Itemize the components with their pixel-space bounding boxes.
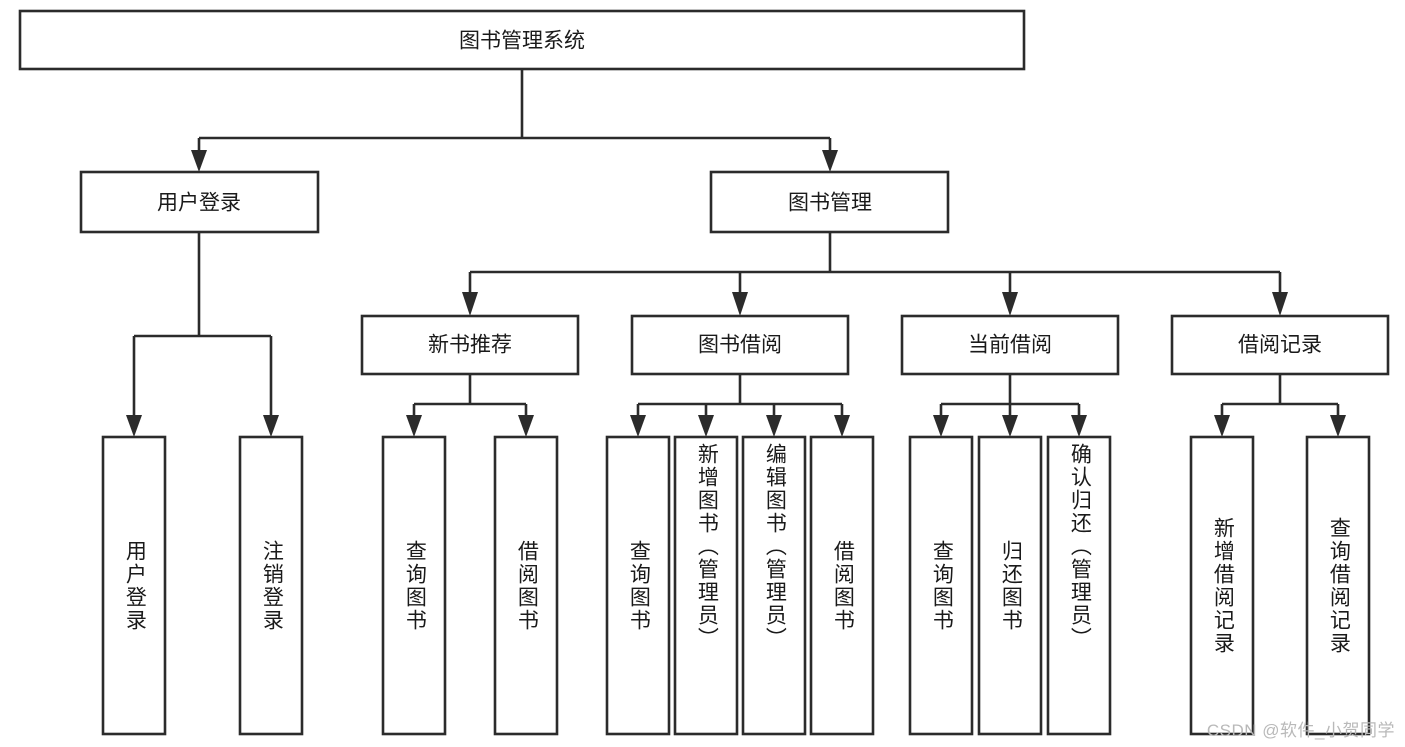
- node-new-book-recommend[interactable]: 新书推荐: [360, 314, 580, 376]
- arrow-cb-leaf-3: [1071, 415, 1087, 437]
- arrow-to-new-book-recommend: [462, 292, 478, 316]
- arrow-nbr-leaf-2: [518, 415, 534, 437]
- node-new-book-recommend-box: [360, 314, 580, 376]
- node-user-login-label: 用户登录: [157, 192, 241, 215]
- node-book-borrow-label: 图书借阅: [698, 334, 782, 357]
- node-book-manage-label: 图书管理: [788, 192, 872, 215]
- leaf-box-bb-edit-book[interactable]: [741, 435, 807, 736]
- leaf-box-cb-query-book[interactable]: [908, 435, 974, 736]
- arrow-br-leaf-2: [1330, 415, 1346, 437]
- node-book-borrow[interactable]: 图书借阅: [630, 314, 850, 376]
- arrow-cb-leaf-1: [933, 415, 949, 437]
- connector-user-login-to-leaves: [126, 232, 279, 437]
- node-borrow-record-label: 借阅记录: [1238, 334, 1322, 357]
- node-borrow-record[interactable]: 借阅记录: [1170, 314, 1390, 376]
- arrow-to-leaf-logout: [263, 415, 279, 437]
- arrow-bb-leaf-1: [630, 415, 646, 437]
- arrow-br-leaf-1: [1214, 415, 1230, 437]
- arrow-to-borrow-record: [1272, 292, 1288, 316]
- arrow-bb-leaf-2: [698, 415, 714, 437]
- leaf-box-br-add-record[interactable]: [1189, 435, 1255, 736]
- arrow-root-to-user-login: [191, 150, 207, 172]
- node-new-book-recommend-label: 新书推荐: [428, 334, 512, 357]
- leaf-box-bb-add-book[interactable]: [673, 435, 739, 736]
- node-current-borrow-label: 当前借阅: [968, 334, 1052, 357]
- arrow-nbr-leaf-1: [406, 415, 422, 437]
- leaf-box-logout[interactable]: [238, 435, 304, 736]
- arrow-to-current-borrow: [1002, 292, 1018, 316]
- node-root-box: [18, 9, 1026, 71]
- leaf-box-nbr-query-book[interactable]: [381, 435, 447, 736]
- arrow-bb-leaf-4: [834, 415, 850, 437]
- arrow-bb-leaf-3: [766, 415, 782, 437]
- connector-book-manage-to-level2: [462, 232, 1288, 316]
- arrow-root-to-book-manage: [822, 150, 838, 172]
- node-book-manage-box: [709, 170, 950, 234]
- leaf-box-nbr-borrow-book[interactable]: [493, 435, 559, 736]
- connector-new-book-recommend-to-leaves: [406, 374, 534, 437]
- arrow-to-book-borrow: [732, 292, 748, 316]
- node-user-login[interactable]: 用户登录: [79, 170, 320, 234]
- watermark-text: CSDN @软件_小贺同学: [1206, 721, 1395, 740]
- node-book-manage[interactable]: 图书管理: [709, 170, 950, 234]
- leaf-box-bb-query-book[interactable]: [605, 435, 671, 736]
- node-current-borrow[interactable]: 当前借阅: [900, 314, 1120, 376]
- leaf-box-user-login[interactable]: [101, 435, 167, 736]
- leaf-box-cb-confirm-return[interactable]: [1046, 435, 1112, 736]
- node-borrow-record-box: [1170, 314, 1390, 376]
- leaf-box-cb-return-book[interactable]: [977, 435, 1043, 736]
- leaf-box-bb-borrow-book[interactable]: [809, 435, 875, 736]
- connector-borrow-record-to-leaves: [1214, 374, 1346, 437]
- node-root-label: 图书管理系统: [459, 30, 585, 53]
- leaf-box-br-query-record[interactable]: [1305, 435, 1371, 736]
- node-book-borrow-box: [630, 314, 850, 376]
- arrow-to-leaf-user-login: [126, 415, 142, 437]
- node-current-borrow-box: [900, 314, 1120, 376]
- arrow-cb-leaf-2: [1002, 415, 1018, 437]
- connector-current-borrow-to-leaves: [933, 374, 1087, 437]
- connector-book-borrow-to-leaves: [630, 374, 850, 437]
- connector-root-to-level1: [191, 69, 838, 172]
- node-root[interactable]: 图书管理系统: [18, 9, 1026, 71]
